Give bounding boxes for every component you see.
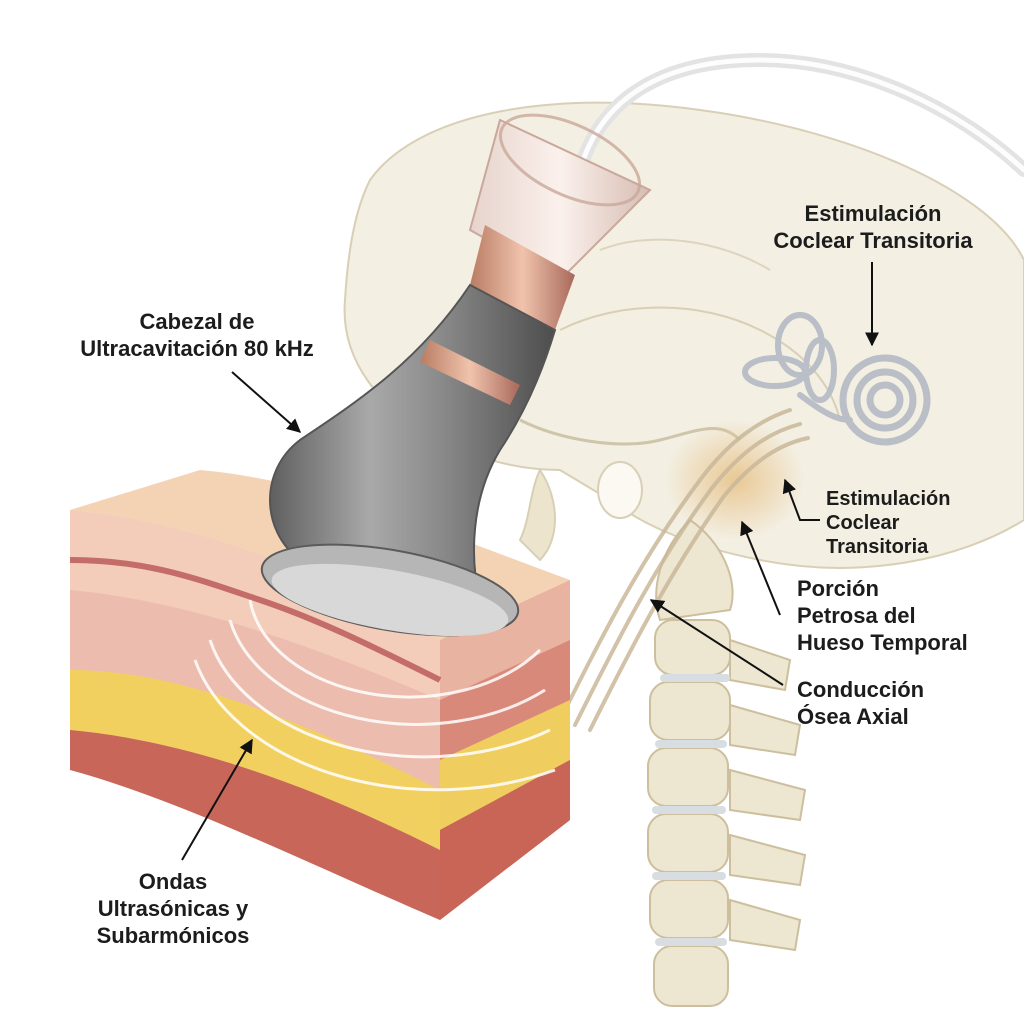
label-line: Hueso Temporal — [797, 630, 968, 655]
annotation-arrows — [181, 262, 879, 861]
label-line: Ósea Axial — [797, 704, 909, 729]
label-axial-bone-conduction: Conducción Ósea Axial — [797, 676, 997, 730]
label-line: Ondas — [138, 869, 208, 894]
label-line: Ultrasónicas y — [97, 896, 249, 921]
label-line: Coclear Transitoria — [773, 228, 973, 253]
label-line: Porción — [797, 576, 879, 601]
label-line: Subarmónicos — [96, 923, 250, 948]
label-petrous-temporal-bone: Porción Petrosa del Hueso Temporal — [797, 575, 1007, 656]
label-line: Petrosa del — [797, 603, 916, 628]
label-line: Transitoria — [826, 536, 929, 558]
arrow-to-cochlea-side — [782, 478, 820, 521]
label-line: Cabezal de — [139, 309, 255, 334]
arrow-to-transducer — [231, 371, 302, 433]
cochlea — [839, 354, 931, 446]
ultracavitation-transducer — [260, 113, 652, 637]
label-line: Ultracavitación 80 kHz — [80, 336, 314, 361]
arrow-to-bone-pathway — [649, 599, 784, 686]
arrow-to-waves — [181, 738, 253, 861]
cervical-spine — [647, 518, 807, 1007]
intervertebral-discs — [652, 674, 730, 946]
ultrasonic-waves — [193, 599, 556, 792]
label-line: Conducción — [797, 677, 925, 702]
label-line: Estimulación — [826, 488, 951, 510]
label-cochlear-stimulation-side: Estimulación Coclear Transitoria — [826, 487, 1016, 559]
label-line: Coclear — [826, 512, 900, 534]
bone-conduction-pathway — [558, 408, 810, 732]
petrous-glow — [665, 420, 805, 540]
label-cochlear-stimulation-top: Estimulación Coclear Transitoria — [755, 200, 991, 254]
label-line: Estimulación — [804, 201, 942, 226]
arrow-to-petrous — [740, 520, 781, 616]
label-transducer: Cabezal de Ultracavitación 80 kHz — [52, 308, 342, 362]
label-ultrasonic-waves: Ondas Ultrasónicas y Subarmónicos — [68, 868, 278, 949]
